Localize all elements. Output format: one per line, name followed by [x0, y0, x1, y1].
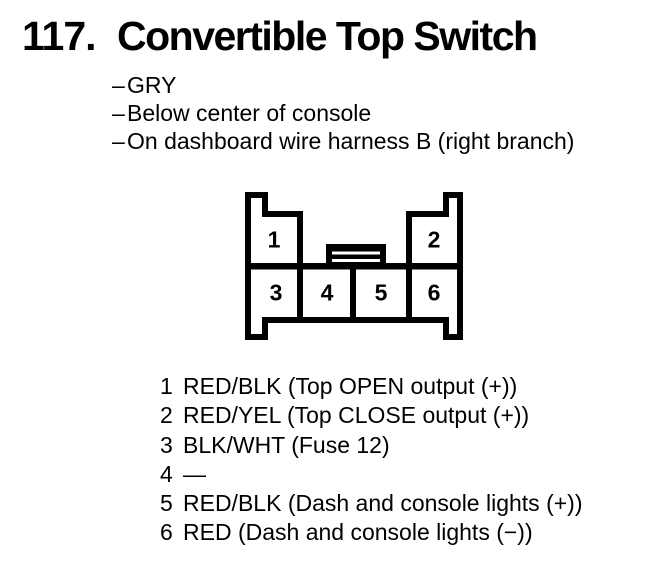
- pin-description: —: [183, 460, 206, 487]
- pin-description: RED/BLK (Dash and console lights (+)): [183, 490, 583, 517]
- note-text-color: GRY: [127, 72, 177, 98]
- connector-pin-label-5: 5: [374, 279, 388, 306]
- pin-description: RED/BLK (Top OPEN output (+)): [183, 373, 518, 399]
- connector-latch-groove: [332, 251, 380, 255]
- note-dash: –: [112, 72, 125, 98]
- pin-number: 1: [160, 373, 173, 399]
- pin-row: 6 RED (Dash and console lights (−)): [160, 518, 582, 547]
- page-title: Convertible Top Switch: [117, 13, 538, 59]
- pin-row: 4 —: [160, 460, 582, 489]
- note-line: – Below center of console: [112, 99, 574, 127]
- pin-description: RED (Dash and console lights (−)): [183, 519, 533, 546]
- connector-pin-label-3: 3: [269, 279, 283, 306]
- pin-description: BLK/WHT (Fuse 12): [183, 431, 390, 458]
- pin-row: 3 BLK/WHT (Fuse 12): [160, 431, 582, 460]
- note-text-location: Below center of console: [127, 100, 372, 126]
- connector-pin-label-6: 6: [427, 279, 441, 306]
- note-text-harness: On dashboard wire harness B (right branc…: [127, 128, 575, 154]
- pin-number: 5: [160, 490, 173, 517]
- pin-number: 3: [160, 431, 173, 458]
- note-line: – GRY: [112, 71, 574, 99]
- pin-row: 5 RED/BLK (Dash and console lights (+)): [160, 489, 582, 518]
- connector-latch-groove: [332, 259, 380, 262]
- section-number: 117.: [22, 13, 97, 59]
- connector-pin-label-4: 4: [320, 279, 334, 306]
- pin-number: 2: [160, 402, 173, 429]
- pin-description-list: 1 RED/BLK (Top OPEN output (+)) 2 RED/YE…: [160, 372, 582, 548]
- note-dash: –: [112, 128, 125, 154]
- note-dash: –: [112, 100, 125, 126]
- connector-pin-label-1: 1: [267, 226, 281, 253]
- connector-latch: [326, 244, 386, 269]
- connector-notes: – GRY – Below center of console – On das…: [112, 71, 574, 155]
- connector-pin-label-2: 2: [427, 226, 441, 253]
- pin-description: RED/YEL (Top CLOSE output (+)): [183, 402, 530, 429]
- pin-row: 1 RED/BLK (Top OPEN output (+)): [160, 372, 582, 401]
- pin-number: 4: [160, 460, 173, 487]
- note-line: – On dashboard wire harness B (right bra…: [112, 127, 574, 155]
- pin-row: 2 RED/YEL (Top CLOSE output (+)): [160, 401, 582, 430]
- pin-number: 6: [160, 519, 173, 546]
